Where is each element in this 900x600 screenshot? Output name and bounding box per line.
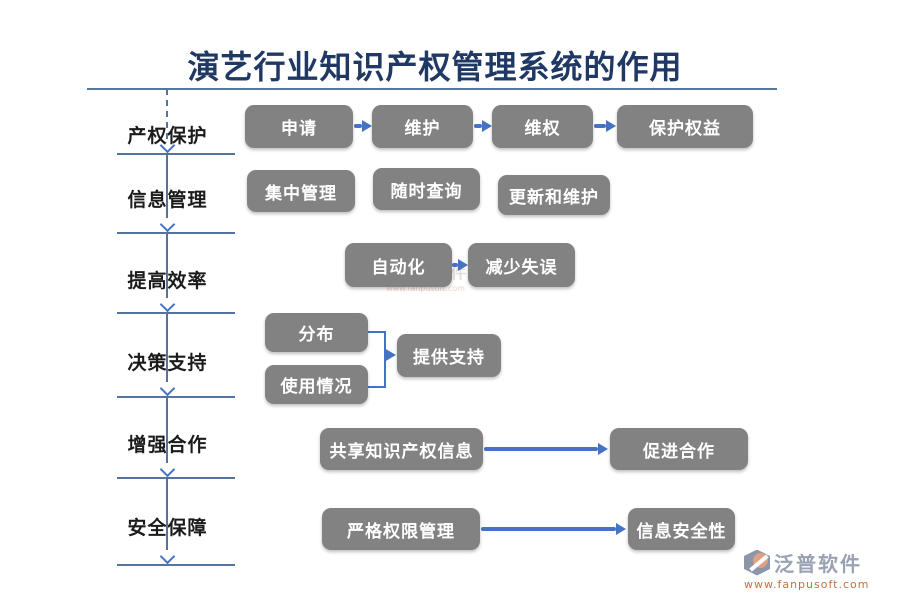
flow-box-strict-permission-management: 严格权限管理 (322, 508, 480, 550)
flow-box-defend-rights: 维权 (492, 105, 593, 148)
flow-box-info-security: 信息安全性 (628, 508, 735, 550)
flow-line (166, 233, 168, 298)
flow-box-promote-cooperation: 促进合作 (610, 428, 748, 470)
flow-box-apply: 申请 (245, 105, 353, 148)
row-separator (117, 396, 235, 398)
flow-box-centralized-management: 集中管理 (247, 170, 355, 212)
arrow-right-icon (452, 258, 468, 272)
flow-box-instant-query: 随时查询 (373, 168, 480, 210)
row-separator (117, 312, 235, 314)
flow-line (166, 313, 168, 382)
arrow-down-icon (159, 216, 176, 233)
flow-box-update-maintenance: 更新和维护 (498, 175, 610, 215)
arrow-right-icon (484, 442, 608, 456)
fanpu-logo-icon (744, 549, 770, 576)
row-separator (117, 564, 235, 566)
flow-box-maintain: 维护 (372, 105, 473, 148)
row-separator (117, 153, 235, 155)
flow-box-distribution: 分布 (265, 313, 368, 352)
arrow-right-icon (474, 119, 492, 133)
flow-line-dashed (166, 89, 168, 139)
flow-line (166, 154, 168, 218)
flow-line (166, 478, 168, 550)
flow-box-protect-interests: 保护权益 (617, 105, 753, 148)
vendor-url: www.fanpusoft.com (744, 578, 870, 591)
title-underline (87, 88, 777, 90)
arrow-down-icon (159, 380, 176, 397)
vendor-logo: 泛普软件 www.fanpusoft.com (744, 548, 869, 591)
vendor-name: 泛普软件 (774, 552, 862, 576)
row-separator (117, 232, 235, 234)
flow-box-share-ip-info: 共享知识产权信息 (320, 428, 483, 470)
arrow-right-icon (594, 119, 616, 133)
arrow-right-icon (354, 119, 372, 133)
flow-box-reduce-errors: 减少失误 (468, 243, 575, 287)
watermark-url: www.fanpusoft.com (386, 284, 465, 293)
arrow-right-icon (481, 522, 626, 536)
arrow-down-icon (159, 461, 176, 478)
page-title: 演艺行业知识产权管理系统的作用 (187, 48, 683, 86)
row-separator (117, 477, 235, 479)
arrow-down-icon (159, 296, 176, 313)
flow-line (166, 397, 168, 463)
flow-box-usage-status: 使用情况 (265, 365, 368, 404)
arrow-down-icon (159, 548, 176, 565)
arrow-right-icon (384, 348, 396, 362)
flow-box-automation: 自动化 (345, 243, 452, 287)
flow-box-provide-support: 提供支持 (397, 334, 501, 377)
